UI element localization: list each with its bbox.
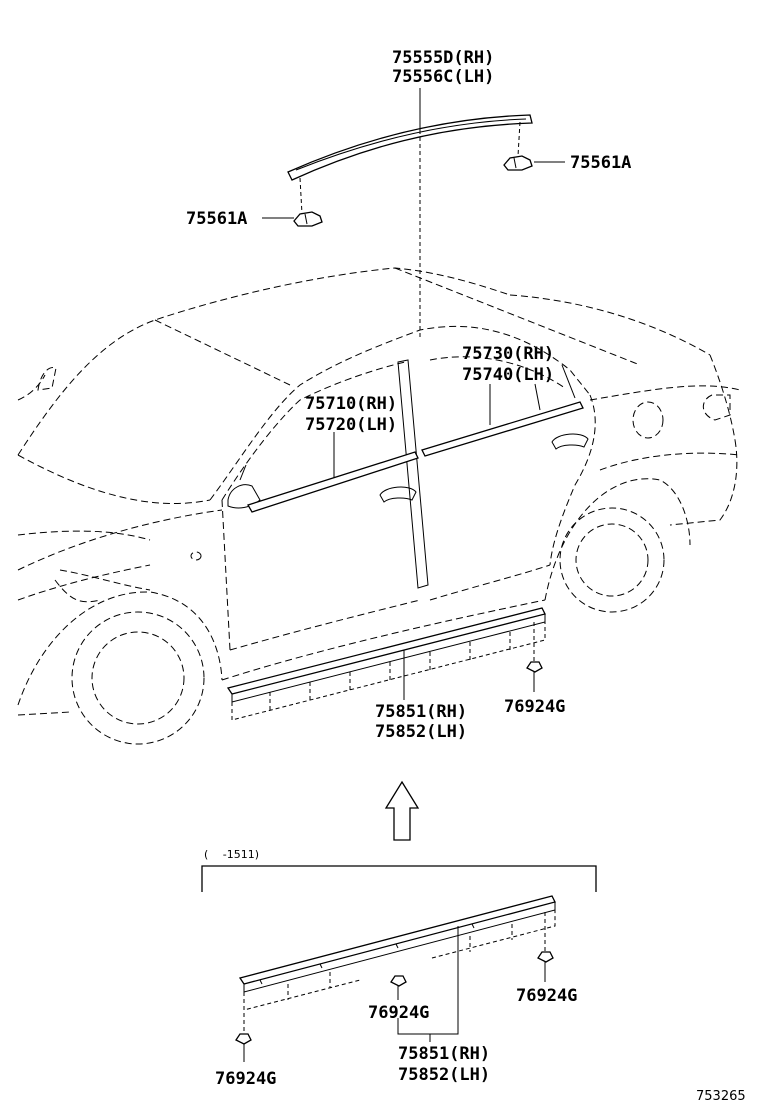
- up-arrow-icon: [384, 780, 420, 841]
- label-roof-lh: 75556C(LH): [392, 67, 494, 87]
- label-rocker-rh: 75851(RH): [375, 702, 467, 722]
- label-inset-clip-right: 76924G: [516, 986, 577, 1006]
- car-body-outline: [17, 267, 741, 745]
- label-front-door-lh: 75720(LH): [305, 415, 397, 435]
- label-inset-rocker-rh: 75851(RH): [398, 1044, 490, 1064]
- label-roof-rh: 75555D(RH): [392, 48, 494, 68]
- label-rear-door-rh: 75730(RH): [462, 344, 554, 364]
- roof-clip-right: [503, 155, 533, 171]
- label-rocker-clip: 76924G: [504, 697, 565, 717]
- inset-bracket: [201, 865, 597, 892]
- inset-clip-left: [235, 1033, 252, 1045]
- label-clip-left: 75561A: [186, 209, 247, 229]
- rear-door-belt-molding: [421, 401, 584, 457]
- label-front-door-rh: 75710(RH): [305, 394, 397, 414]
- roof-clip-left: [293, 211, 323, 227]
- label-rear-door-lh: 75740(LH): [462, 365, 554, 385]
- label-inset-rocker-lh: 75852(LH): [398, 1065, 490, 1085]
- inset-rocker-molding: [238, 895, 556, 1011]
- front-door-belt-molding: [247, 451, 419, 513]
- label-inset-clip-mid: 76924G: [368, 1003, 429, 1023]
- inset-clip-mid: [390, 975, 407, 987]
- label-date-range: ( -1511): [204, 848, 259, 861]
- inset-clip-right: [537, 951, 554, 963]
- label-rocker-lh: 75852(LH): [375, 722, 467, 742]
- rocker-molding: [226, 607, 546, 721]
- label-inset-clip-left: 76924G: [215, 1069, 276, 1089]
- label-clip-right: 75561A: [570, 153, 631, 173]
- diagram-number: 753265: [696, 1089, 746, 1104]
- rocker-clip: [526, 661, 543, 673]
- roof-molding: [287, 114, 533, 181]
